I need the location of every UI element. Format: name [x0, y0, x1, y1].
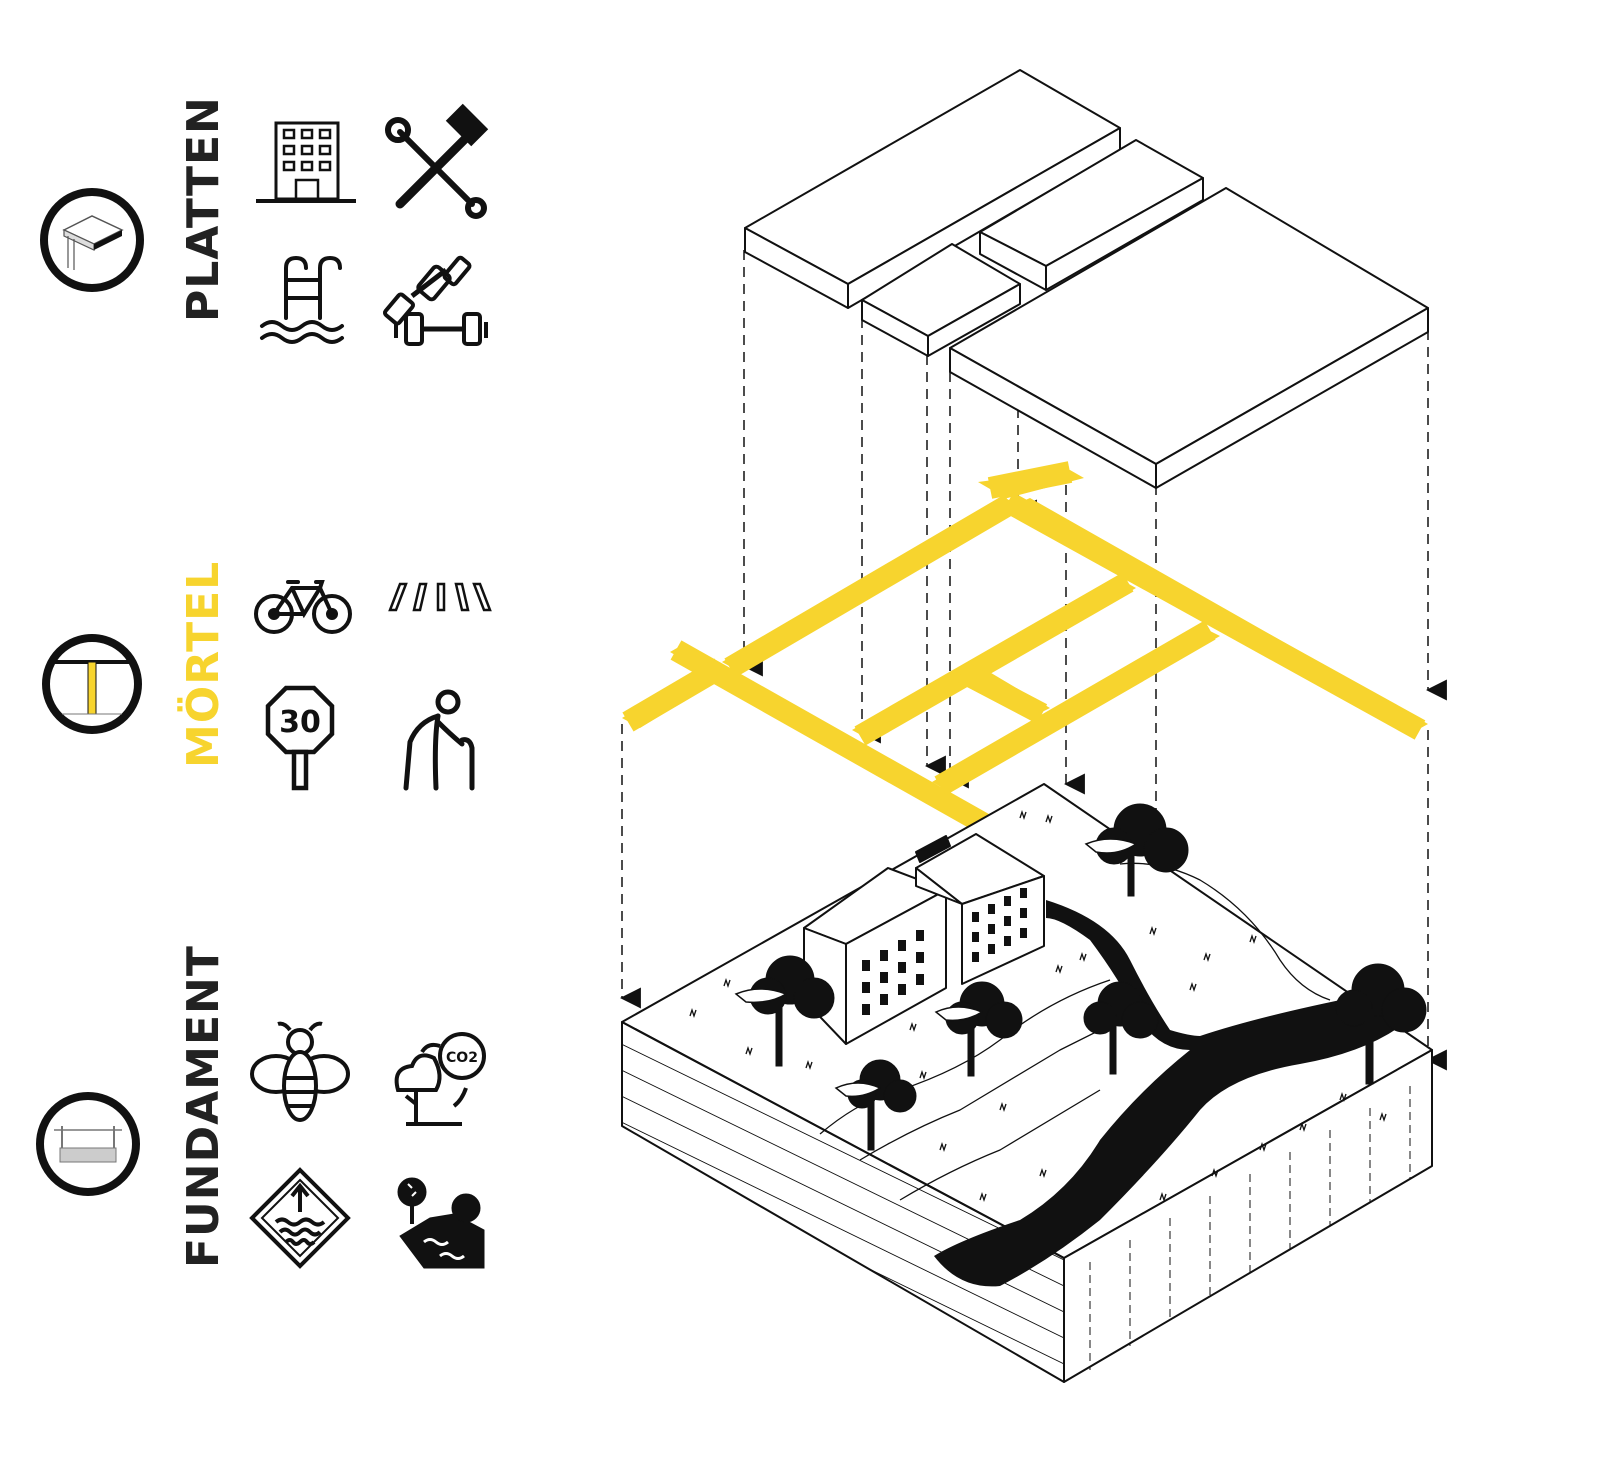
apartment-building-icon — [256, 121, 356, 203]
buildings — [803, 833, 1045, 1045]
layer-label-platten: PLATTEN — [178, 96, 229, 322]
foundation-symbol — [36, 1092, 140, 1196]
soil-right-hatch — [1089, 1086, 1411, 1370]
river-trees-icon — [397, 1177, 485, 1269]
bee-icon — [250, 1021, 350, 1122]
platten-slabs — [744, 69, 1429, 489]
grass-tufts — [689, 809, 1387, 1203]
slab-c — [861, 243, 1021, 357]
wrench-hammer-icon — [385, 103, 489, 219]
building-right-windows — [972, 888, 1027, 962]
river — [934, 900, 1420, 1287]
tree-5 — [1084, 803, 1189, 897]
column-between-slabs-symbol — [42, 634, 142, 734]
legend-moertel: MÖRTEL 30 — [42, 561, 492, 791]
slab-on-column-symbol — [40, 188, 144, 292]
legend-platten: PLATTEN — [40, 96, 489, 346]
tree-6 — [1335, 963, 1427, 1085]
trees — [734, 803, 1427, 1151]
fundament-base — [621, 783, 1433, 1383]
legend-column: PLATTEN — [36, 96, 492, 1269]
moertel-street-outline — [622, 461, 1426, 922]
tree-2 — [934, 981, 1023, 1077]
pool-ladder-icon — [260, 255, 344, 344]
building-left-windows — [862, 930, 924, 1015]
tree-3 — [834, 1059, 917, 1151]
tree-4 — [1083, 981, 1159, 1075]
axonometric-stack — [619, 69, 1447, 1383]
tree-co2-icon: CO2 — [394, 1032, 486, 1126]
soil-right-face — [1063, 1049, 1433, 1383]
slab-d — [949, 187, 1429, 489]
speed-limit-sign-icon: 30 — [265, 685, 335, 791]
bicycle-icon — [254, 580, 352, 634]
tree-1 — [734, 955, 835, 1067]
elderly-person-icon — [403, 689, 475, 791]
dumbbell-icon — [382, 255, 488, 346]
layer-label-moertel: MÖRTEL — [176, 561, 229, 768]
speed-limit-number: 30 — [279, 705, 321, 740]
co2-label: CO2 — [446, 1050, 478, 1066]
crosswalk-icon — [388, 582, 492, 612]
layer-label-fundament: FUNDAMENT — [178, 945, 229, 1268]
building-right — [915, 833, 1045, 985]
flood-warning-icon — [249, 1167, 351, 1269]
slab-b — [979, 139, 1204, 291]
legend-fundament: FUNDAMENT CO2 — [36, 945, 486, 1269]
